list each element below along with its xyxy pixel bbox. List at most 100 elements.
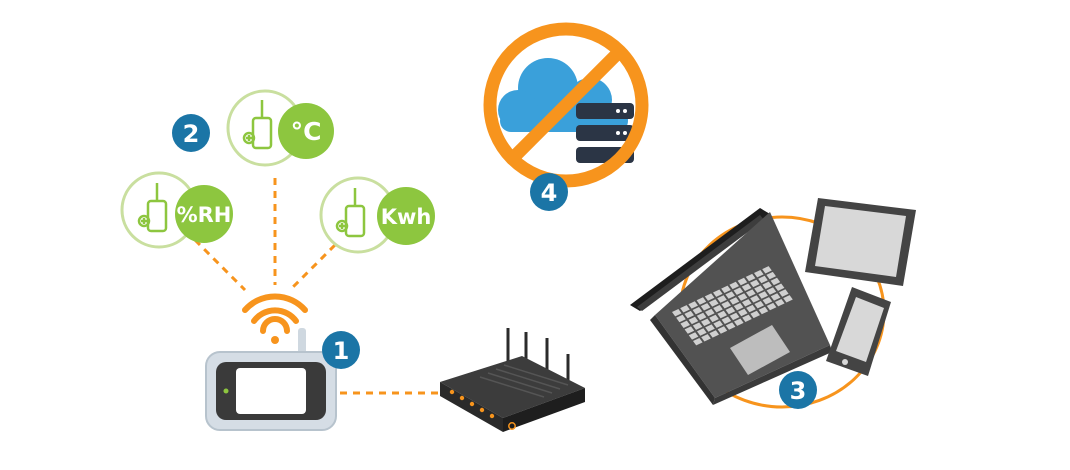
keyboard-key xyxy=(688,332,699,340)
link-humidity-gateway xyxy=(193,238,247,292)
badge-4-number: 4 xyxy=(541,179,558,207)
logger-icon xyxy=(242,100,273,150)
badge-2-number: 2 xyxy=(183,120,200,148)
cloud-server-group xyxy=(483,22,649,188)
keyboard-key xyxy=(721,301,731,309)
keyboard-key xyxy=(701,334,711,342)
keyboard-key xyxy=(737,293,748,301)
badge-3-number: 3 xyxy=(790,377,807,405)
keyboard-key xyxy=(783,295,793,303)
keyboard-key xyxy=(717,310,727,319)
tablet-icon xyxy=(805,198,916,286)
keyboard-key xyxy=(688,301,698,309)
keyboard-key xyxy=(733,303,744,311)
keyboard-key xyxy=(721,316,732,324)
keyboard-key xyxy=(696,312,707,321)
keyboard-key xyxy=(741,283,752,291)
sensor-kwh-bubble xyxy=(377,187,435,245)
keyboard-key xyxy=(725,306,736,315)
keyboard-key xyxy=(762,281,772,289)
keyboard-key xyxy=(742,314,752,322)
keyboard-key xyxy=(742,299,752,307)
keyboard-key xyxy=(729,312,740,321)
keyboard-key xyxy=(709,299,719,307)
keyboard-key xyxy=(713,305,723,313)
keyboard-key xyxy=(762,297,773,305)
keyboard-key xyxy=(676,314,686,323)
keyboard-key xyxy=(684,326,695,334)
keyboard-key xyxy=(762,266,772,274)
keyboard-key xyxy=(692,322,703,330)
keyboard-key xyxy=(746,289,756,297)
keyboard-key xyxy=(766,302,777,311)
keyboard-key xyxy=(692,307,703,315)
keyboard-key xyxy=(754,301,764,309)
sensor-humidity-label: %RH xyxy=(177,203,232,227)
keyboard-key xyxy=(774,283,785,291)
keyboard-key xyxy=(717,326,728,334)
keyboard-key xyxy=(734,318,744,326)
connection-lines xyxy=(193,178,438,395)
sensor-celsius: °C xyxy=(226,89,334,167)
sensor-humidity-bubble xyxy=(175,185,233,243)
keyboard-key xyxy=(758,291,768,299)
keyboard-key xyxy=(733,287,744,295)
badge-1-number: 1 xyxy=(333,337,350,365)
keyboard-key xyxy=(684,310,694,319)
badge-4: 4 xyxy=(530,173,568,211)
keyboard-key xyxy=(725,322,736,330)
phone-icon xyxy=(826,287,891,376)
keyboard-key xyxy=(701,318,711,326)
keyboard-key xyxy=(750,295,760,303)
keyboard-key xyxy=(705,308,715,317)
keyboard-key xyxy=(704,293,715,301)
sensor-kwh: Kwh xyxy=(319,176,435,254)
keyboard-key xyxy=(766,287,777,295)
keyboard-key xyxy=(750,310,760,319)
sensor-humidity: %RH xyxy=(120,171,233,249)
keyboard-key xyxy=(758,275,768,284)
sensor-kwh-label: Kwh xyxy=(381,205,432,229)
sensor-celsius-label: °C xyxy=(291,117,322,146)
keyboard-key xyxy=(713,289,723,297)
router-icon xyxy=(440,328,585,432)
keyboard-key xyxy=(750,279,760,288)
keyboard-key xyxy=(680,320,690,328)
keyboard-key xyxy=(717,295,727,303)
keyboard-key xyxy=(725,291,735,299)
wifi-icon xyxy=(242,293,308,344)
keyboard-key xyxy=(770,277,781,286)
keyboard-key xyxy=(709,314,719,323)
keyboard-key xyxy=(737,277,748,286)
keyboard-key xyxy=(745,273,756,282)
keyboard xyxy=(672,266,793,346)
keyboard-key xyxy=(693,338,703,346)
keyboard-key xyxy=(754,270,764,278)
laptop-icon xyxy=(630,208,832,405)
keyboard-key xyxy=(766,271,776,280)
keyboard-key xyxy=(729,281,739,290)
keyboard-key xyxy=(746,304,756,313)
keyboard-key xyxy=(775,299,785,307)
gateway-device xyxy=(205,328,337,431)
keyboard-key xyxy=(758,306,769,315)
keyboard-key xyxy=(688,316,699,325)
keyboard-key xyxy=(770,293,781,301)
keyboard-key xyxy=(705,324,715,332)
keyboard-key xyxy=(738,308,748,317)
logger-icon xyxy=(335,188,366,238)
keyboard-key xyxy=(754,285,764,293)
logger-icon xyxy=(137,183,168,233)
keyboard-key xyxy=(672,309,682,317)
badge-2: 2 xyxy=(172,114,210,152)
badge-1: 1 xyxy=(322,331,360,369)
keyboard-key xyxy=(729,297,740,305)
keyboard-key xyxy=(696,297,707,305)
sensor-celsius-bubble xyxy=(278,103,334,159)
badge-3: 3 xyxy=(779,371,817,409)
link-kwh-gateway xyxy=(288,243,337,292)
keyboard-key xyxy=(721,285,731,293)
keyboard-key xyxy=(779,289,789,297)
